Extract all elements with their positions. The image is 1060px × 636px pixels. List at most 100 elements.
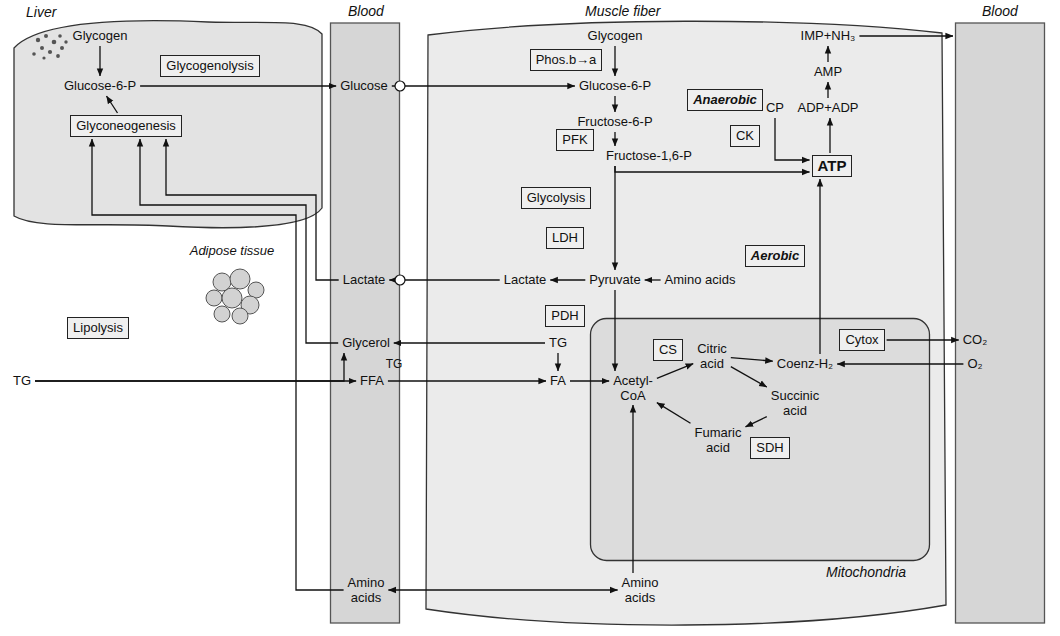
pathway-arrow <box>92 139 344 590</box>
pathway-arrow <box>388 380 546 381</box>
pathway-arrow <box>827 46 828 62</box>
fat-cell <box>206 290 222 306</box>
metabolite-label: IMP+NH₃ <box>799 28 858 44</box>
blood-vessel <box>956 23 1045 623</box>
granule <box>42 56 45 59</box>
enzyme-box: SDH <box>750 437 789 459</box>
node-text: IMP+NH₃ <box>801 28 856 44</box>
fat-cell <box>230 269 250 289</box>
node-text: Glyconeogenesis <box>76 118 176 134</box>
node-text: Succinic acid <box>771 388 819 418</box>
adipose-cells <box>206 269 264 324</box>
node-text: Glycerol <box>342 335 390 351</box>
node-text: O₂ <box>967 356 982 372</box>
node-text: CK <box>736 128 754 144</box>
granule <box>32 52 36 56</box>
lactate-transporter <box>395 275 405 285</box>
enzyme-box: CK <box>730 125 760 147</box>
granule <box>64 40 67 43</box>
metabolite-label: Coenz-H₂ <box>775 356 835 372</box>
pathway-arrow <box>632 405 633 573</box>
metabolite-label: Amino acids <box>663 272 738 288</box>
pathway-arrow <box>775 118 810 160</box>
metabolite-label: Amino acids <box>620 575 661 605</box>
region-heading: Blood <box>982 3 1018 20</box>
mitochondrion-region: Mitochondria CytoxCSAcetyl-CoA Citric acid… <box>590 318 930 582</box>
pathway-arrow <box>614 132 615 146</box>
node-text: CO₂ <box>963 332 988 348</box>
glucose-transporter <box>395 81 405 91</box>
node-text: AMP <box>814 64 842 80</box>
node-text: CP <box>766 100 784 116</box>
muscle-fiber-region: Muscle fiberGlycogenPhos.b→aGlucose-6-PA… <box>420 3 950 633</box>
metabolite-label: Lactate <box>502 272 549 288</box>
node-text: LDH <box>552 230 578 246</box>
region-heading: Liver <box>26 4 56 21</box>
tissue-label: Adipose tissue <box>190 243 275 258</box>
node-text: ADP+ADP <box>797 100 858 116</box>
atp-box: ATP <box>812 155 853 177</box>
node-text: Glycogen <box>588 28 643 44</box>
fat-cell <box>232 308 248 324</box>
muscle-fiber-outline <box>426 21 946 625</box>
blood-vessel <box>331 23 400 623</box>
node-text: Glucose <box>340 78 388 94</box>
pathway-arrow <box>392 85 575 86</box>
pathway-arrow <box>657 403 691 424</box>
metabolite-label: Acetyl-CoA <box>611 373 655 403</box>
node-text: Glycogen <box>73 28 128 44</box>
node-text: Fumaric acid <box>695 425 742 455</box>
pathway-arrow <box>388 589 617 590</box>
metabolite-label: Amino acids <box>346 575 387 605</box>
pathway-arrow <box>645 279 661 280</box>
node-text: Lactate <box>504 272 547 288</box>
pathway-arrow <box>827 82 828 98</box>
region-shape <box>330 3 400 625</box>
granule <box>36 38 40 42</box>
metabolite-label: FFA <box>358 373 386 389</box>
fat-cell <box>248 282 264 298</box>
enzyme-box: Glycolysis <box>521 187 592 209</box>
metabolite-label: O₂ <box>965 356 984 372</box>
node-text: PDH <box>551 308 578 324</box>
node-text: Fructose-6-P <box>577 114 652 130</box>
pathway-arrow <box>746 417 767 427</box>
node-text: Lipolysis <box>73 320 123 336</box>
fat-cell <box>222 288 242 308</box>
node-text: FA <box>550 373 566 389</box>
node-text: Lactate <box>343 272 386 288</box>
pathway-arrow <box>107 96 118 113</box>
granule <box>60 46 64 50</box>
node-text: CS <box>659 342 677 358</box>
region-shape <box>955 3 1045 625</box>
pathway-arrow <box>837 363 963 364</box>
node-text: Cytox <box>845 332 878 348</box>
node-text: Amino acids <box>665 272 736 288</box>
blood-column: BloodGlucoseLactateGlycerolFFAAmino acid… <box>330 3 400 625</box>
metabolite-label: Glucose-6-P <box>577 78 653 94</box>
enzyme-box: Cytox <box>839 329 884 351</box>
pathway-arrow <box>557 353 558 371</box>
fat-cell <box>213 273 231 291</box>
pathway-arrow <box>887 339 959 340</box>
region-heading: Mitochondria <box>826 564 906 581</box>
metabolite-label: Fumaric acid <box>693 425 744 455</box>
node-text: PFK <box>562 132 587 148</box>
pathway-arrow <box>614 46 615 76</box>
metabolite-label: FA <box>548 373 568 389</box>
pathway-arrow <box>614 96 615 112</box>
node-text: Glycogenolysis <box>166 58 253 74</box>
pathway-arrow <box>140 139 338 343</box>
node-text: Citric acid <box>697 341 727 371</box>
node-text: Anaerobic <box>693 92 757 108</box>
node-text: FFA <box>360 373 384 389</box>
pathway-arrow <box>394 342 545 343</box>
pathway-arrow <box>140 85 336 86</box>
metabolite-label: Glycerol <box>340 335 392 351</box>
metabolite-label: AMP <box>812 64 844 80</box>
pathway-arrow <box>389 279 499 280</box>
pathway-arrow <box>614 166 615 270</box>
pathway-arrow <box>615 166 810 172</box>
lipid-label: TG <box>386 357 403 372</box>
